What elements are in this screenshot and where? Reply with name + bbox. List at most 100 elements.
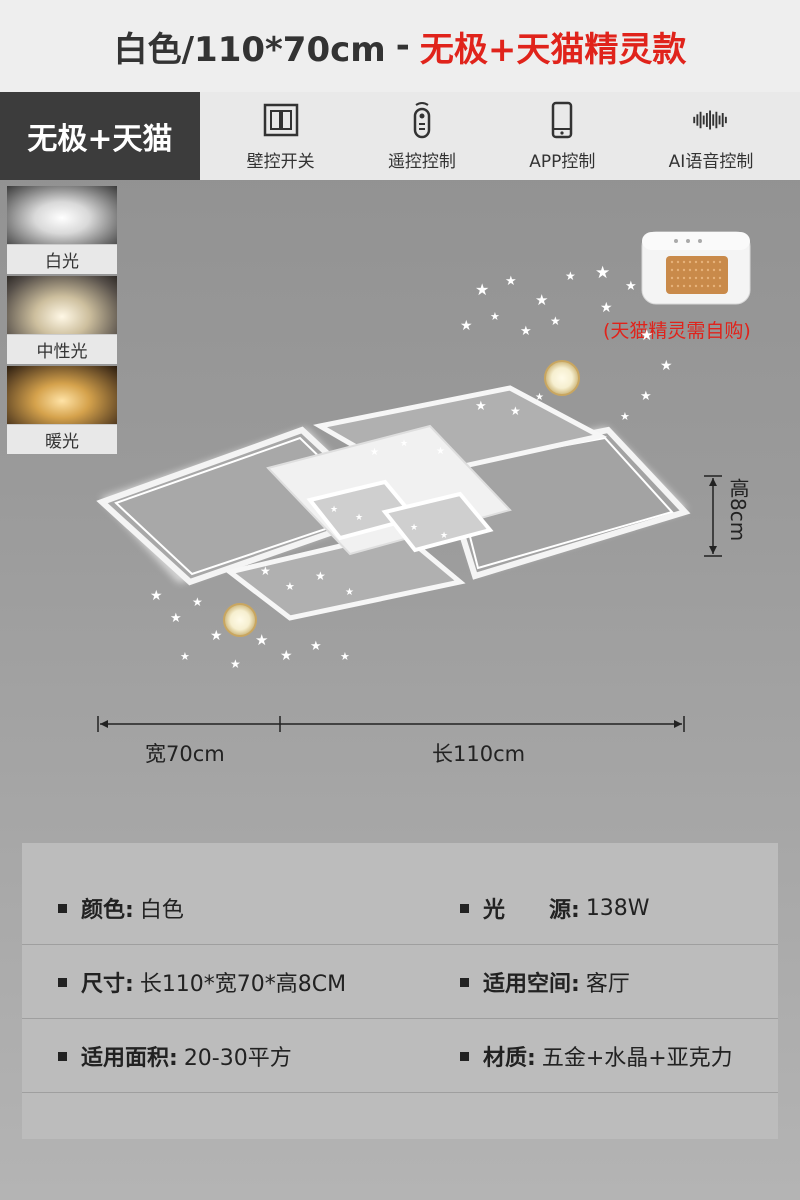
svg-text:★: ★ <box>595 263 610 283</box>
title-edition: 无极+天猫精灵款 <box>419 29 687 70</box>
control-features: 壁控开关 遥控控制 APP控制 <box>200 92 800 180</box>
svg-text:★: ★ <box>315 569 326 583</box>
product-title: 白色/110*70cm - 无极+天猫精灵款 <box>0 0 800 92</box>
swatch-warm: 暖光 <box>7 366 117 456</box>
spec-row: 尺寸: 长110*宽70*高8CM 适用空间: 客厅 <box>22 945 778 1019</box>
spec-value: 白色 <box>139 898 184 923</box>
svg-text:★: ★ <box>625 279 637 294</box>
spec-key: 适用空间: <box>483 972 580 997</box>
svg-text:★: ★ <box>565 269 576 283</box>
svg-text:★: ★ <box>490 310 500 323</box>
feature-wall-switch: 壁控开关 <box>247 101 315 172</box>
spec-value: 138W <box>585 895 650 921</box>
svg-text:★: ★ <box>440 531 448 541</box>
title-variant: 白色/110*70cm <box>113 29 386 70</box>
width-dimension-line <box>97 716 685 732</box>
spec-key: 颜色: <box>81 898 134 923</box>
svg-text:★: ★ <box>180 650 190 663</box>
spec-key: 尺寸: <box>81 972 134 997</box>
bullet-icon <box>58 1051 67 1061</box>
height-dimension-line <box>704 475 722 557</box>
svg-text:★: ★ <box>400 439 408 449</box>
svg-text:★: ★ <box>192 595 203 609</box>
svg-text:★: ★ <box>660 358 673 374</box>
spec-table: 颜色: 白色 光 源: 138W 尺寸: 长110*宽70*高8CM 适用空间:… <box>22 843 778 1139</box>
spec-row: 颜色: 白色 光 源: 138W <box>22 871 778 945</box>
light-mode-swatches: 白光 中性光 暖光 <box>7 186 117 456</box>
svg-text:★: ★ <box>535 392 544 403</box>
feature-voice: AI语音控制 <box>668 101 754 172</box>
length-label: 长110cm <box>432 742 526 766</box>
svg-text:★: ★ <box>285 580 295 593</box>
spec-color: 颜色: 白色 <box>58 871 184 945</box>
white-light-preview <box>7 186 117 244</box>
swatch-neutral: 中性光 <box>7 276 117 366</box>
feature-label: 遥控控制 <box>387 151 456 172</box>
swatch-label: 中性光 <box>7 334 117 364</box>
svg-text:★: ★ <box>505 274 517 289</box>
svg-text:★: ★ <box>230 657 241 671</box>
svg-text:★: ★ <box>150 588 163 604</box>
bullet-icon <box>58 977 67 987</box>
svg-text:★: ★ <box>620 410 630 423</box>
speaker-note: (天猫精灵需自购) <box>603 320 751 342</box>
spec-key: 光 源: <box>483 898 580 923</box>
spec-key: 适用面积: <box>81 1046 178 1071</box>
swatch-label: 暖光 <box>7 424 117 454</box>
svg-text:★: ★ <box>210 628 223 644</box>
spec-key: 材质: <box>483 1046 536 1071</box>
svg-text:★: ★ <box>260 564 271 578</box>
height-label: 高8cm <box>726 478 750 542</box>
svg-text:★: ★ <box>640 389 652 404</box>
bullet-icon <box>460 1051 469 1061</box>
svg-text:★: ★ <box>355 513 363 523</box>
spec-space: 适用空间: 客厅 <box>460 945 630 1019</box>
svg-text:★: ★ <box>255 631 268 649</box>
svg-text:★: ★ <box>600 300 613 316</box>
feature-label: APP控制 <box>529 151 596 172</box>
feature-bar: 无极+天猫 壁控开关 遥控控制 <box>0 92 800 180</box>
spec-power: 光 源: 138W <box>460 871 650 945</box>
svg-text:★: ★ <box>475 280 489 299</box>
svg-text:★: ★ <box>280 648 293 664</box>
svg-text:★: ★ <box>345 587 354 598</box>
svg-text:★: ★ <box>475 399 487 414</box>
svg-text:★: ★ <box>460 318 473 334</box>
spec-value: 20-30平方 <box>183 1046 292 1071</box>
spec-value: 五金+水晶+亚克力 <box>541 1046 733 1071</box>
svg-text:★: ★ <box>520 324 532 339</box>
title-separator: - <box>395 26 410 66</box>
swatch-label: 白光 <box>7 244 117 274</box>
svg-text:★: ★ <box>436 446 445 457</box>
svg-text:★: ★ <box>340 650 350 663</box>
svg-text:★: ★ <box>170 611 182 626</box>
svg-text:★: ★ <box>330 505 338 515</box>
smart-speaker-image <box>641 231 751 305</box>
svg-text:★: ★ <box>310 639 322 654</box>
svg-text:★: ★ <box>370 447 379 458</box>
wall-switch-icon <box>263 103 298 136</box>
swatch-white: 白光 <box>7 186 117 276</box>
feature-label: 壁控开关 <box>246 151 315 172</box>
width-label: 宽70cm <box>145 742 225 766</box>
feature-app: APP控制 <box>529 101 595 172</box>
remote-control-icon <box>413 101 431 138</box>
spec-row: 适用面积: 20-30平方 材质: 五金+水晶+亚克力 <box>22 1019 778 1093</box>
svg-text:★: ★ <box>535 291 548 309</box>
neutral-light-preview <box>7 276 117 334</box>
spec-value: 客厅 <box>585 972 630 997</box>
smartphone-icon <box>552 101 573 138</box>
edition-badge: 无极+天猫 <box>0 92 200 180</box>
svg-text:★: ★ <box>550 314 561 328</box>
ceiling-lamp-image: ★ ★ ★ ★ ★ ★ ★ ★ ★ ★ ★ ★ ★ ★ ★ ★ ★ ★ ★ ★ … <box>96 263 691 671</box>
feature-label: AI语音控制 <box>668 151 754 172</box>
spec-area: 适用面积: 20-30平方 <box>58 1019 292 1093</box>
feature-remote: 遥控控制 <box>388 101 456 172</box>
bullet-icon <box>58 903 67 913</box>
spec-size: 尺寸: 长110*宽70*高8CM <box>58 945 346 1019</box>
svg-text:★: ★ <box>410 523 418 533</box>
spec-material: 材质: 五金+水晶+亚克力 <box>460 1019 733 1093</box>
bullet-icon <box>460 903 469 913</box>
svg-text:★: ★ <box>510 404 521 418</box>
bullet-icon <box>460 977 469 987</box>
